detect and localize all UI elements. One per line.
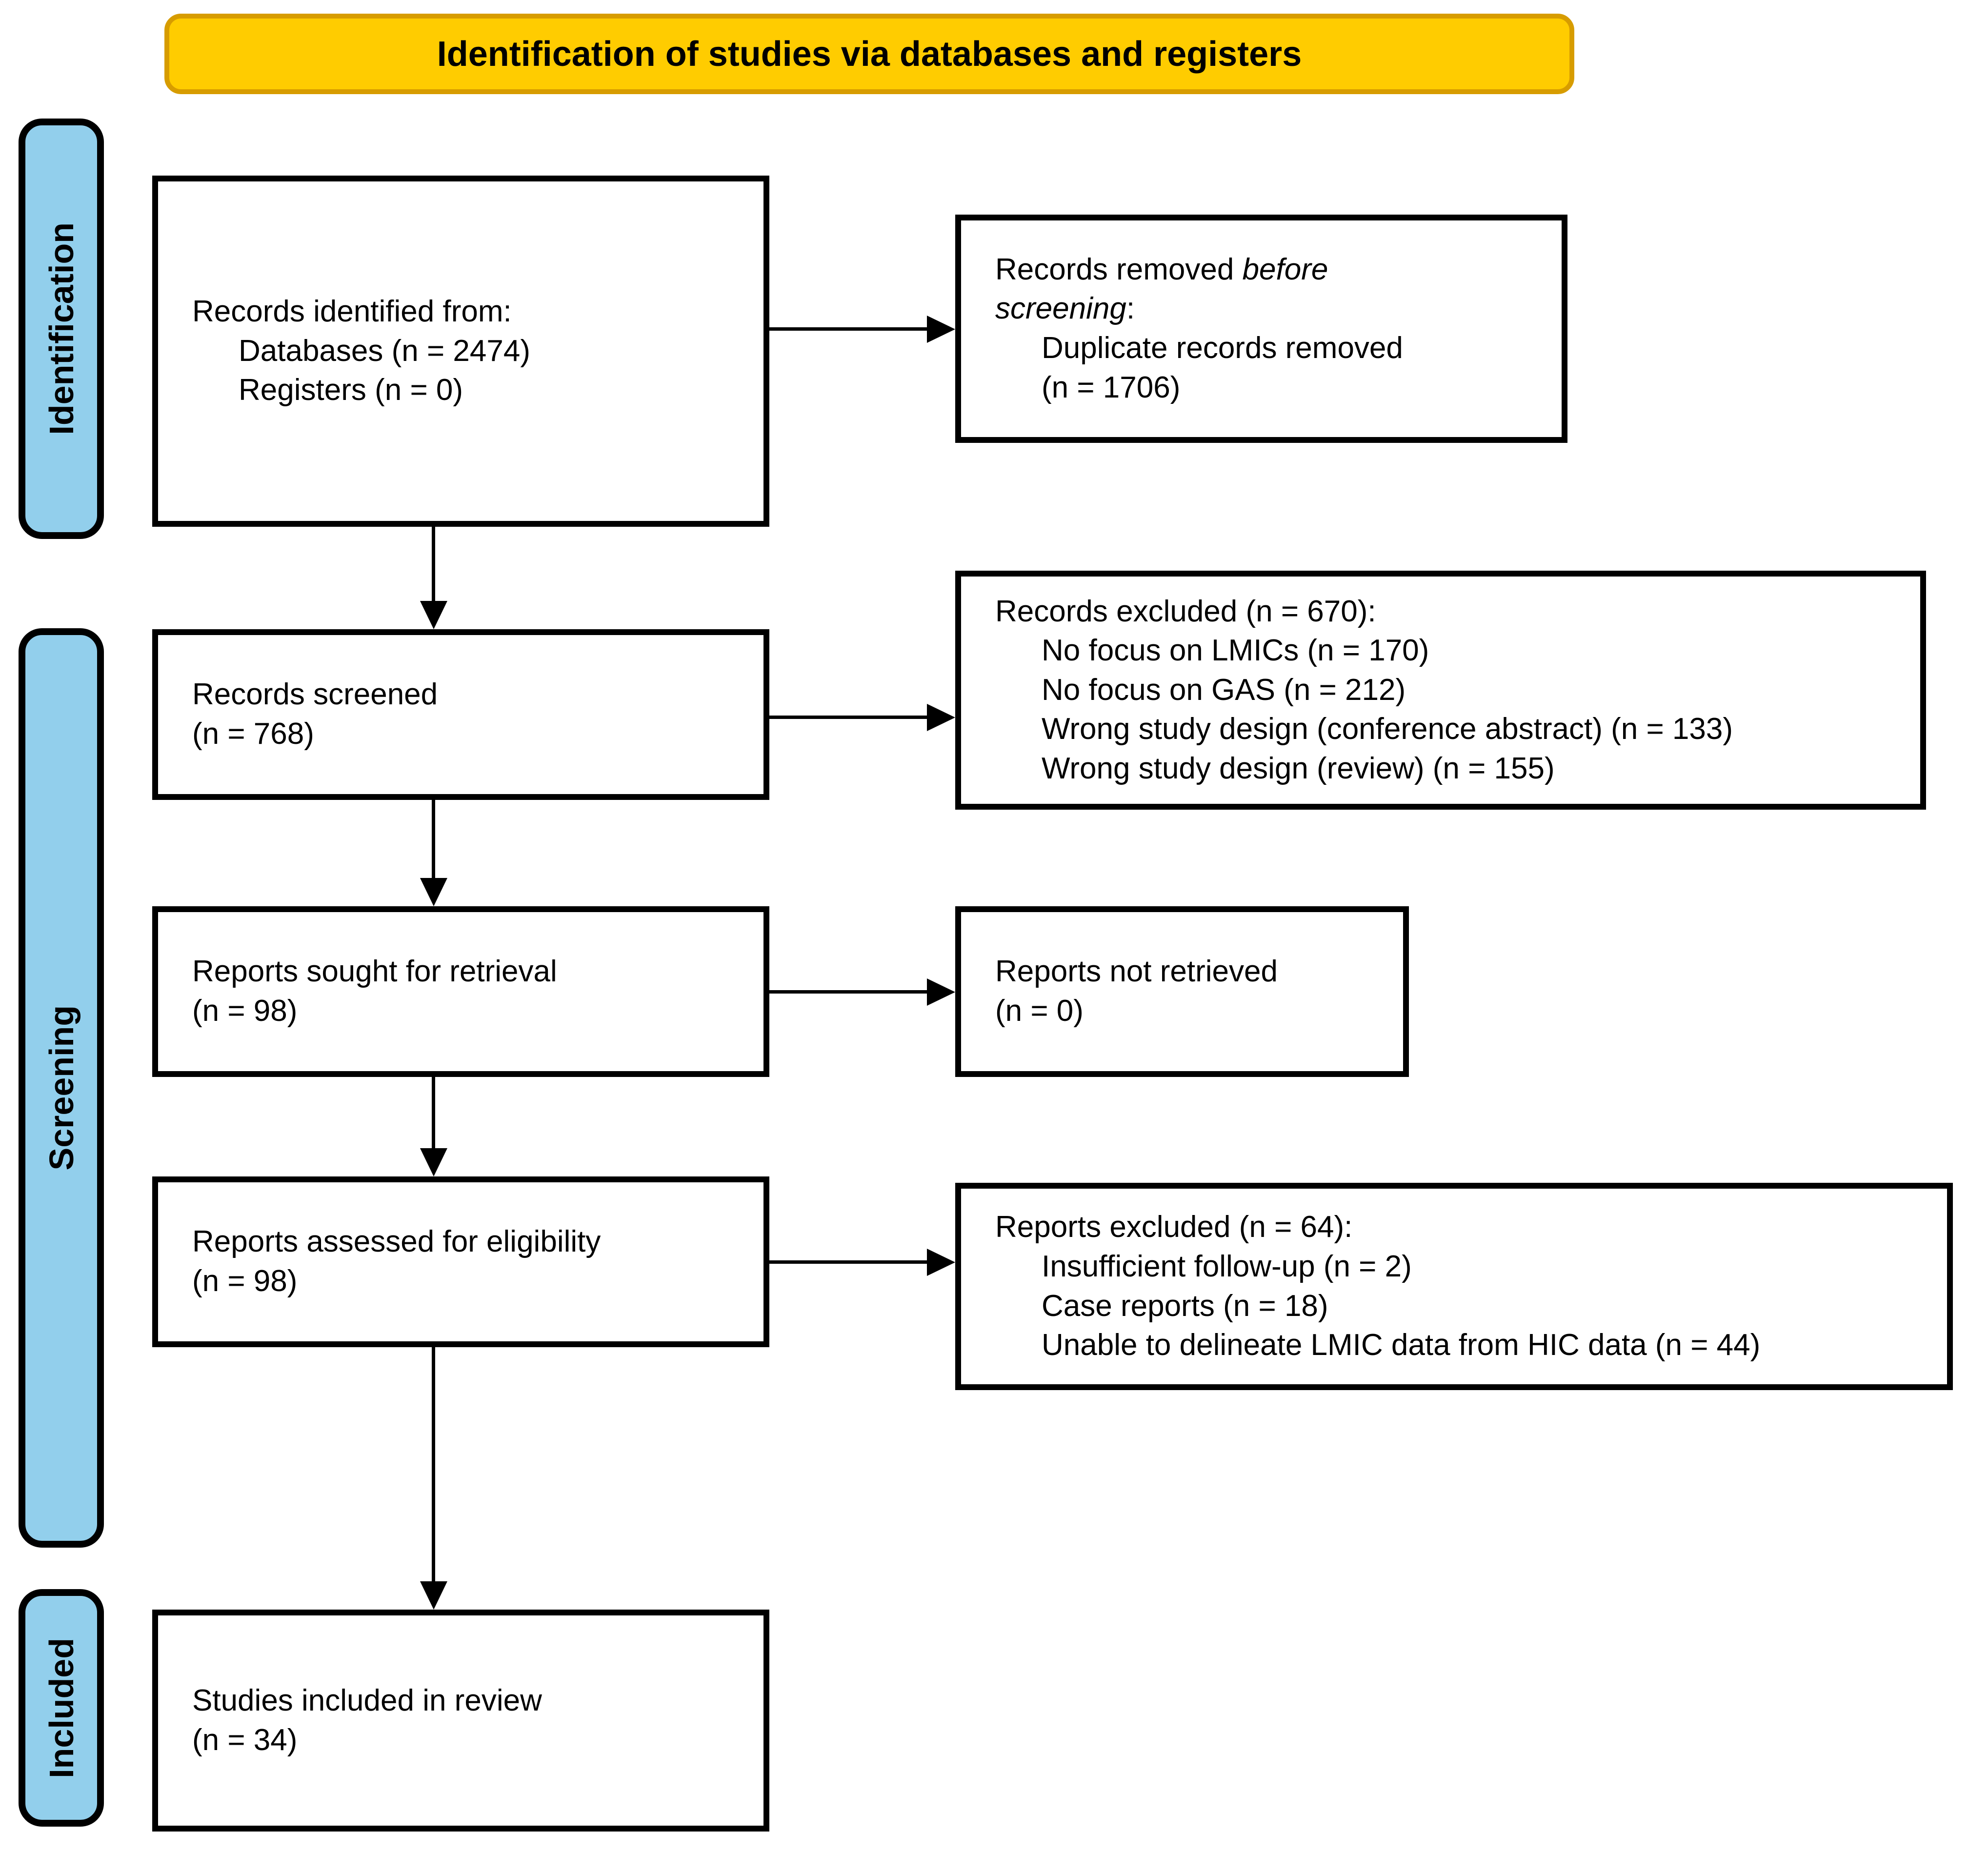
arrow-identified-to-screened-line bbox=[432, 527, 435, 602]
records-removed-title-italic-screening: screening bbox=[995, 292, 1126, 326]
arrow-assessed-to-included-line bbox=[432, 1347, 435, 1582]
box-records-removed-before-screening: Records removed before screening: Duplic… bbox=[955, 215, 1567, 443]
reports-sought-count: (n = 98) bbox=[192, 994, 298, 1028]
reports-assessed-label: Reports assessed for eligibility bbox=[192, 1225, 601, 1259]
records-identified-databases: Databases (n = 2474) bbox=[239, 334, 530, 368]
arrow-identified-to-removed-head bbox=[927, 316, 955, 343]
records-identified-registers: Registers (n = 0) bbox=[239, 373, 463, 407]
banner-identification-of-studies: Identification of studies via databases … bbox=[164, 14, 1574, 94]
stage-included: Included bbox=[19, 1589, 104, 1827]
records-removed-title-colon: : bbox=[1126, 292, 1135, 326]
duplicate-records-removed-count: (n = 1706) bbox=[1042, 370, 1181, 404]
box-records-identified: Records identified from: Databases (n = … bbox=[152, 176, 769, 527]
records-identified-title: Records identified from: bbox=[192, 295, 512, 329]
records-excluded-item-conference-abstract: Wrong study design (conference abstract)… bbox=[1042, 712, 1733, 746]
arrow-sought-to-not-retrieved-line bbox=[769, 990, 928, 994]
reports-not-retrieved-count: (n = 0) bbox=[995, 994, 1084, 1028]
stage-identification-label: Identification bbox=[42, 222, 80, 435]
stage-identification: Identification bbox=[19, 119, 104, 539]
records-removed-title-regular: Records removed bbox=[995, 252, 1243, 286]
records-screened-count: (n = 768) bbox=[192, 717, 314, 751]
arrow-assessed-to-excluded-head bbox=[927, 1249, 955, 1276]
records-excluded-item-review: Wrong study design (review) (n = 155) bbox=[1042, 751, 1555, 785]
banner-label: Identification of studies via databases … bbox=[437, 34, 1302, 74]
reports-excluded-item-followup: Insufficient follow-up (n = 2) bbox=[1042, 1249, 1412, 1283]
box-reports-excluded: Reports excluded (n = 64): Insufficient … bbox=[955, 1183, 1953, 1390]
arrow-screened-to-excluded-head bbox=[927, 704, 955, 731]
records-removed-title-line2: screening: bbox=[995, 289, 1527, 329]
reports-excluded-item-case-reports: Case reports (n = 18) bbox=[1042, 1289, 1328, 1323]
reports-assessed-count: (n = 98) bbox=[192, 1264, 298, 1298]
arrow-screened-to-sought-head bbox=[420, 878, 447, 906]
reports-excluded-item-lmic-hic: Unable to delineate LMIC data from HIC d… bbox=[1042, 1328, 1761, 1362]
studies-included-label: Studies included in review bbox=[192, 1683, 542, 1717]
box-records-screened: Records screened (n = 768) bbox=[152, 629, 769, 800]
reports-excluded-title: Reports excluded (n = 64): bbox=[995, 1210, 1353, 1244]
arrow-sought-to-not-retrieved-head bbox=[927, 978, 955, 1006]
arrow-assessed-to-included-head bbox=[420, 1581, 447, 1610]
arrow-sought-to-assessed-head bbox=[420, 1148, 447, 1176]
arrow-screened-to-sought-line bbox=[432, 800, 435, 879]
records-screened-label: Records screened bbox=[192, 677, 438, 712]
records-excluded-item-gas: No focus on GAS (n = 212) bbox=[1042, 673, 1406, 707]
stage-screening-label: Screening bbox=[42, 1005, 80, 1171]
reports-not-retrieved-label: Reports not retrieved bbox=[995, 955, 1278, 989]
arrow-sought-to-assessed-line bbox=[432, 1077, 435, 1149]
box-reports-not-retrieved: Reports not retrieved (n = 0) bbox=[955, 906, 1409, 1077]
box-records-excluded: Records excluded (n = 670): No focus on … bbox=[955, 571, 1926, 810]
records-removed-title-italic-before: before bbox=[1242, 252, 1328, 286]
box-reports-sought: Reports sought for retrieval (n = 98) bbox=[152, 906, 769, 1077]
arrow-assessed-to-excluded-line bbox=[769, 1260, 928, 1264]
arrow-screened-to-excluded-line bbox=[769, 716, 928, 719]
stage-included-label: Included bbox=[42, 1637, 80, 1778]
stage-screening: Screening bbox=[19, 628, 104, 1548]
box-studies-included: Studies included in review (n = 34) bbox=[152, 1610, 769, 1832]
reports-sought-label: Reports sought for retrieval bbox=[192, 955, 557, 989]
records-removed-title-line1: Records removed before bbox=[995, 250, 1527, 290]
records-excluded-item-lmics: No focus on LMICs (n = 170) bbox=[1042, 634, 1429, 668]
box-reports-assessed: Reports assessed for eligibility (n = 98… bbox=[152, 1176, 769, 1347]
arrow-identified-to-removed-line bbox=[769, 327, 928, 331]
arrow-identified-to-screened-head bbox=[420, 601, 447, 629]
duplicate-records-removed: Duplicate records removed bbox=[1042, 331, 1403, 365]
studies-included-count: (n = 34) bbox=[192, 1723, 298, 1757]
records-excluded-title: Records excluded (n = 670): bbox=[995, 594, 1376, 628]
